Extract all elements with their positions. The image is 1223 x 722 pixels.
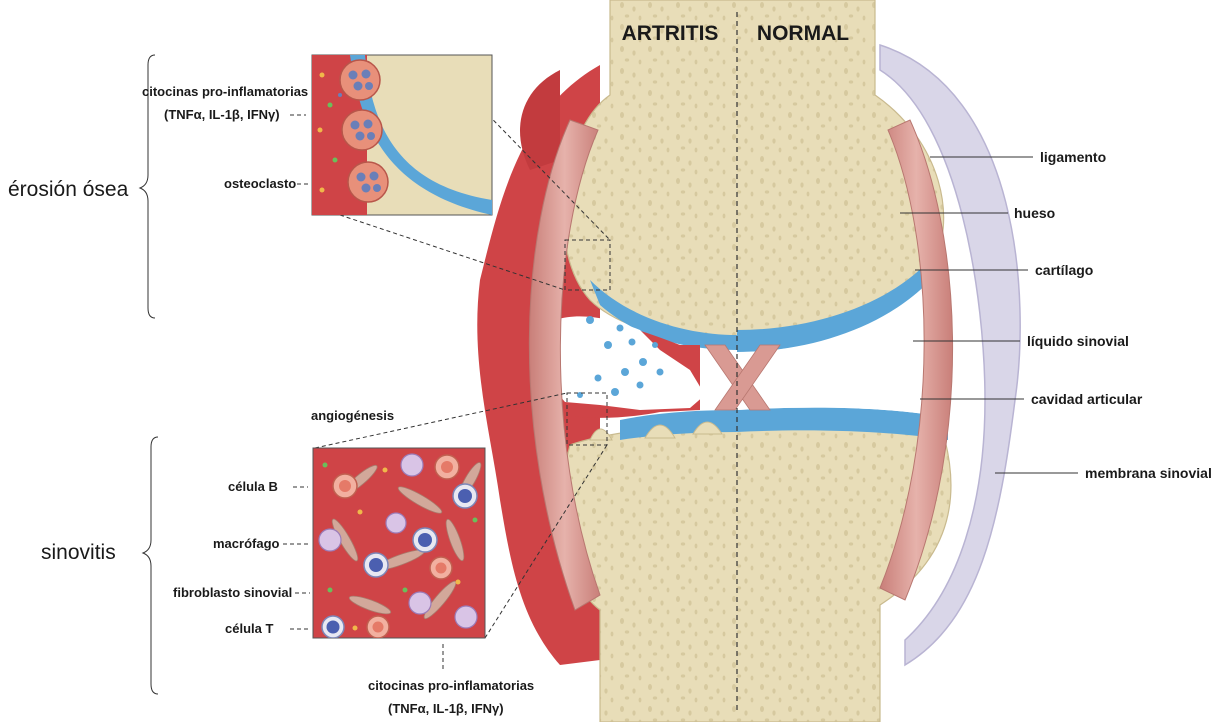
inflamed-synovium-bulge xyxy=(520,70,560,170)
label-joint-cavity: cavidad articular xyxy=(1031,391,1143,407)
label-angiogenesis: angiogénesis xyxy=(311,408,394,423)
label-cytokines-bottom-1: citocinas pro-inflamatorias xyxy=(368,678,534,693)
label-osteoclast: osteoclasto xyxy=(224,176,296,191)
label-cartilage: cartílago xyxy=(1035,262,1093,278)
label-fibroblast: fibroblasto sinovial xyxy=(173,585,292,600)
label-synovial-membrane: membrana sinovial xyxy=(1085,465,1212,481)
label-cytokines-bottom-2: (TNFα, IL-1β, IFNγ) xyxy=(388,701,504,716)
header-arthritis: ARTRITIS xyxy=(622,22,719,45)
label-bone-erosion: érosión ósea xyxy=(8,178,129,201)
label-ligament: ligamento xyxy=(1040,149,1106,165)
label-bone: hueso xyxy=(1014,205,1055,221)
label-synovial-fluid: líquido sinovial xyxy=(1027,333,1129,349)
label-macrophage: macrófago xyxy=(213,536,280,551)
brace-synovitis xyxy=(143,437,158,694)
label-synovitis: sinovitis xyxy=(41,541,116,564)
inset-bone-erosion xyxy=(312,55,492,215)
inset-synovitis xyxy=(313,448,485,638)
label-cytokines-top-1: citocinas pro-inflamatorias xyxy=(142,84,308,99)
label-t-cell: célula T xyxy=(225,621,273,636)
header-normal: NORMAL xyxy=(757,22,849,45)
label-cytokines-top-2: (TNFα, IL-1β, IFNγ) xyxy=(164,107,280,122)
label-b-cell: célula B xyxy=(228,479,278,494)
